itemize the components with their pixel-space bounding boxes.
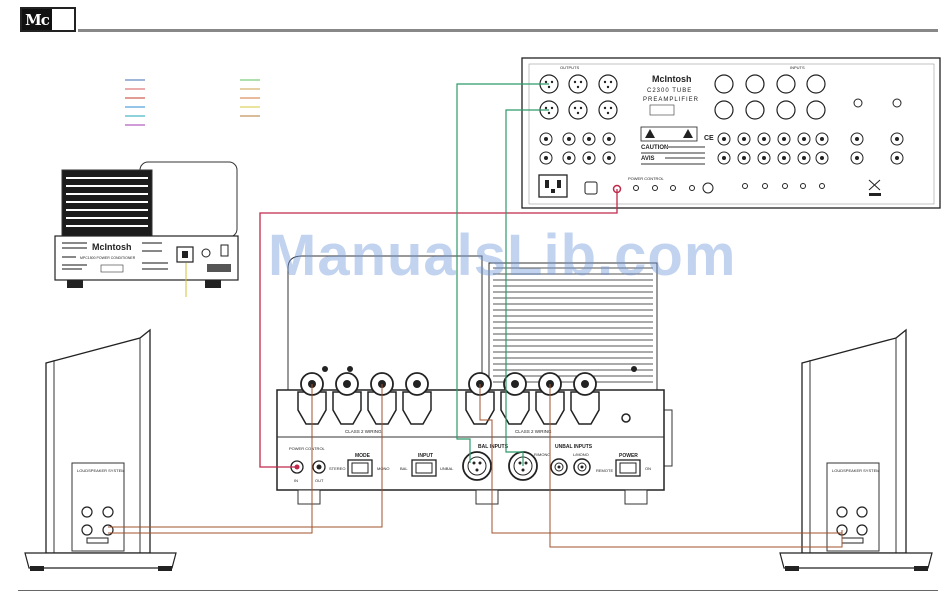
stereo-label: STEREO xyxy=(329,466,345,471)
caution-label: CAUTION xyxy=(641,145,668,151)
remote-label: REMOTE xyxy=(596,468,613,473)
left-speaker-panel-label: LOUDSPEAKER SYSTEM xyxy=(77,468,125,473)
xlr-input-connector xyxy=(776,74,796,94)
l-mono-label: L/MONO xyxy=(573,452,589,457)
mode-label: MODE xyxy=(355,453,371,459)
class2-wiring-label-left: CLASS 2 WIRING xyxy=(345,429,382,434)
speaker-cable-left-neg xyxy=(108,384,383,528)
balanced-cable-left xyxy=(456,83,549,463)
foot xyxy=(67,280,83,288)
xlr-output-connector xyxy=(598,74,618,94)
in-label: IN xyxy=(294,478,298,483)
xlr-output-connector xyxy=(598,100,618,120)
speaker-binding-posts xyxy=(297,372,631,425)
xlr-input-connector xyxy=(806,74,826,94)
xlr-input-connector xyxy=(714,74,734,94)
speaker-input-panel xyxy=(71,462,125,552)
preamp-power-control-label: POWER CONTROL xyxy=(628,176,665,181)
binding-post xyxy=(500,391,530,425)
unbal-label: UNBAL xyxy=(440,466,454,471)
power-label: POWER xyxy=(619,453,638,459)
amp-power-control-label: POWER CONTROL xyxy=(289,446,326,451)
avis-label: AVIS xyxy=(641,156,655,162)
speaker-base xyxy=(24,552,177,569)
preamp-outputs-label: OUTPUTS xyxy=(560,65,579,70)
preamp-type: PREAMPLIFIER xyxy=(643,97,699,103)
bal-inputs-label: BAL INPUTS xyxy=(478,444,509,450)
preamplifier: OUTPUTS INPUTS McIntosh C2300 TUBE PREAM… xyxy=(521,57,941,209)
xlr-input-connector xyxy=(714,100,734,120)
fuse xyxy=(584,181,598,195)
footer-rule xyxy=(18,590,938,591)
header-rule xyxy=(78,29,938,32)
foot xyxy=(205,280,221,288)
watermark: ManualsLib.com xyxy=(268,223,737,288)
power-amplifier: CLASS 2 WIRING CLASS 2 WIRING POWER CONT… xyxy=(276,255,673,505)
preamp-model: C2300 TUBE xyxy=(647,88,692,94)
power-conditioner: McIntosh MPC1500 POWER CONDITIONER xyxy=(54,161,239,288)
right-speaker: LOUDSPEAKER SYSTEM xyxy=(779,328,933,571)
speaker-cable-right-pos xyxy=(479,384,842,534)
bal-label: BAL xyxy=(400,466,408,471)
xlr-output-connector xyxy=(568,74,588,94)
svg-text:CE: CE xyxy=(704,135,714,142)
on-label: ON xyxy=(645,466,651,471)
conditioner-brand: McIntosh xyxy=(92,242,132,252)
xlr-input-connector xyxy=(776,100,796,120)
r-mono-label: R/MONO xyxy=(534,452,550,457)
power-switch xyxy=(220,244,229,257)
power-control-cable xyxy=(259,189,618,468)
preamp-brand: McIntosh xyxy=(652,74,692,84)
class2-wiring-label-right: CLASS 2 WIRING xyxy=(515,429,552,434)
binding-post xyxy=(570,391,600,425)
unbal-inputs-label: UNBAL INPUTS xyxy=(555,444,593,450)
xlr-input-connector xyxy=(745,74,765,94)
fuse-holder xyxy=(201,248,211,258)
right-speaker-panel-label: LOUDSPEAKER SYSTEM xyxy=(832,468,880,473)
binding-post xyxy=(332,391,362,425)
speaker-base xyxy=(779,552,933,569)
input-label: INPUT xyxy=(418,453,433,459)
warning-label xyxy=(640,126,698,142)
speaker-input-panel xyxy=(826,462,880,552)
wire-legend xyxy=(125,79,260,126)
logo-mark: Mc xyxy=(22,9,52,30)
preamp-ac-inlet xyxy=(538,174,568,198)
binding-post xyxy=(402,391,432,425)
preamp-inputs-label: INPUTS xyxy=(790,65,805,70)
xlr-output-connector xyxy=(568,100,588,120)
xlr-input-connector xyxy=(745,100,765,120)
mcintosh-logo: Mc xyxy=(20,7,76,32)
speaker-cable-left-pos xyxy=(108,384,313,534)
out-label: OUT xyxy=(315,478,324,483)
left-speaker: LOUDSPEAKER SYSTEM xyxy=(24,328,177,571)
conditioner-model: MPC1500 POWER CONDITIONER xyxy=(80,256,136,260)
speaker-cable-right-neg xyxy=(549,384,843,548)
balanced-cable-right xyxy=(505,109,549,466)
mono-label: MONO xyxy=(377,466,389,471)
xlr-input-connector xyxy=(806,100,826,120)
